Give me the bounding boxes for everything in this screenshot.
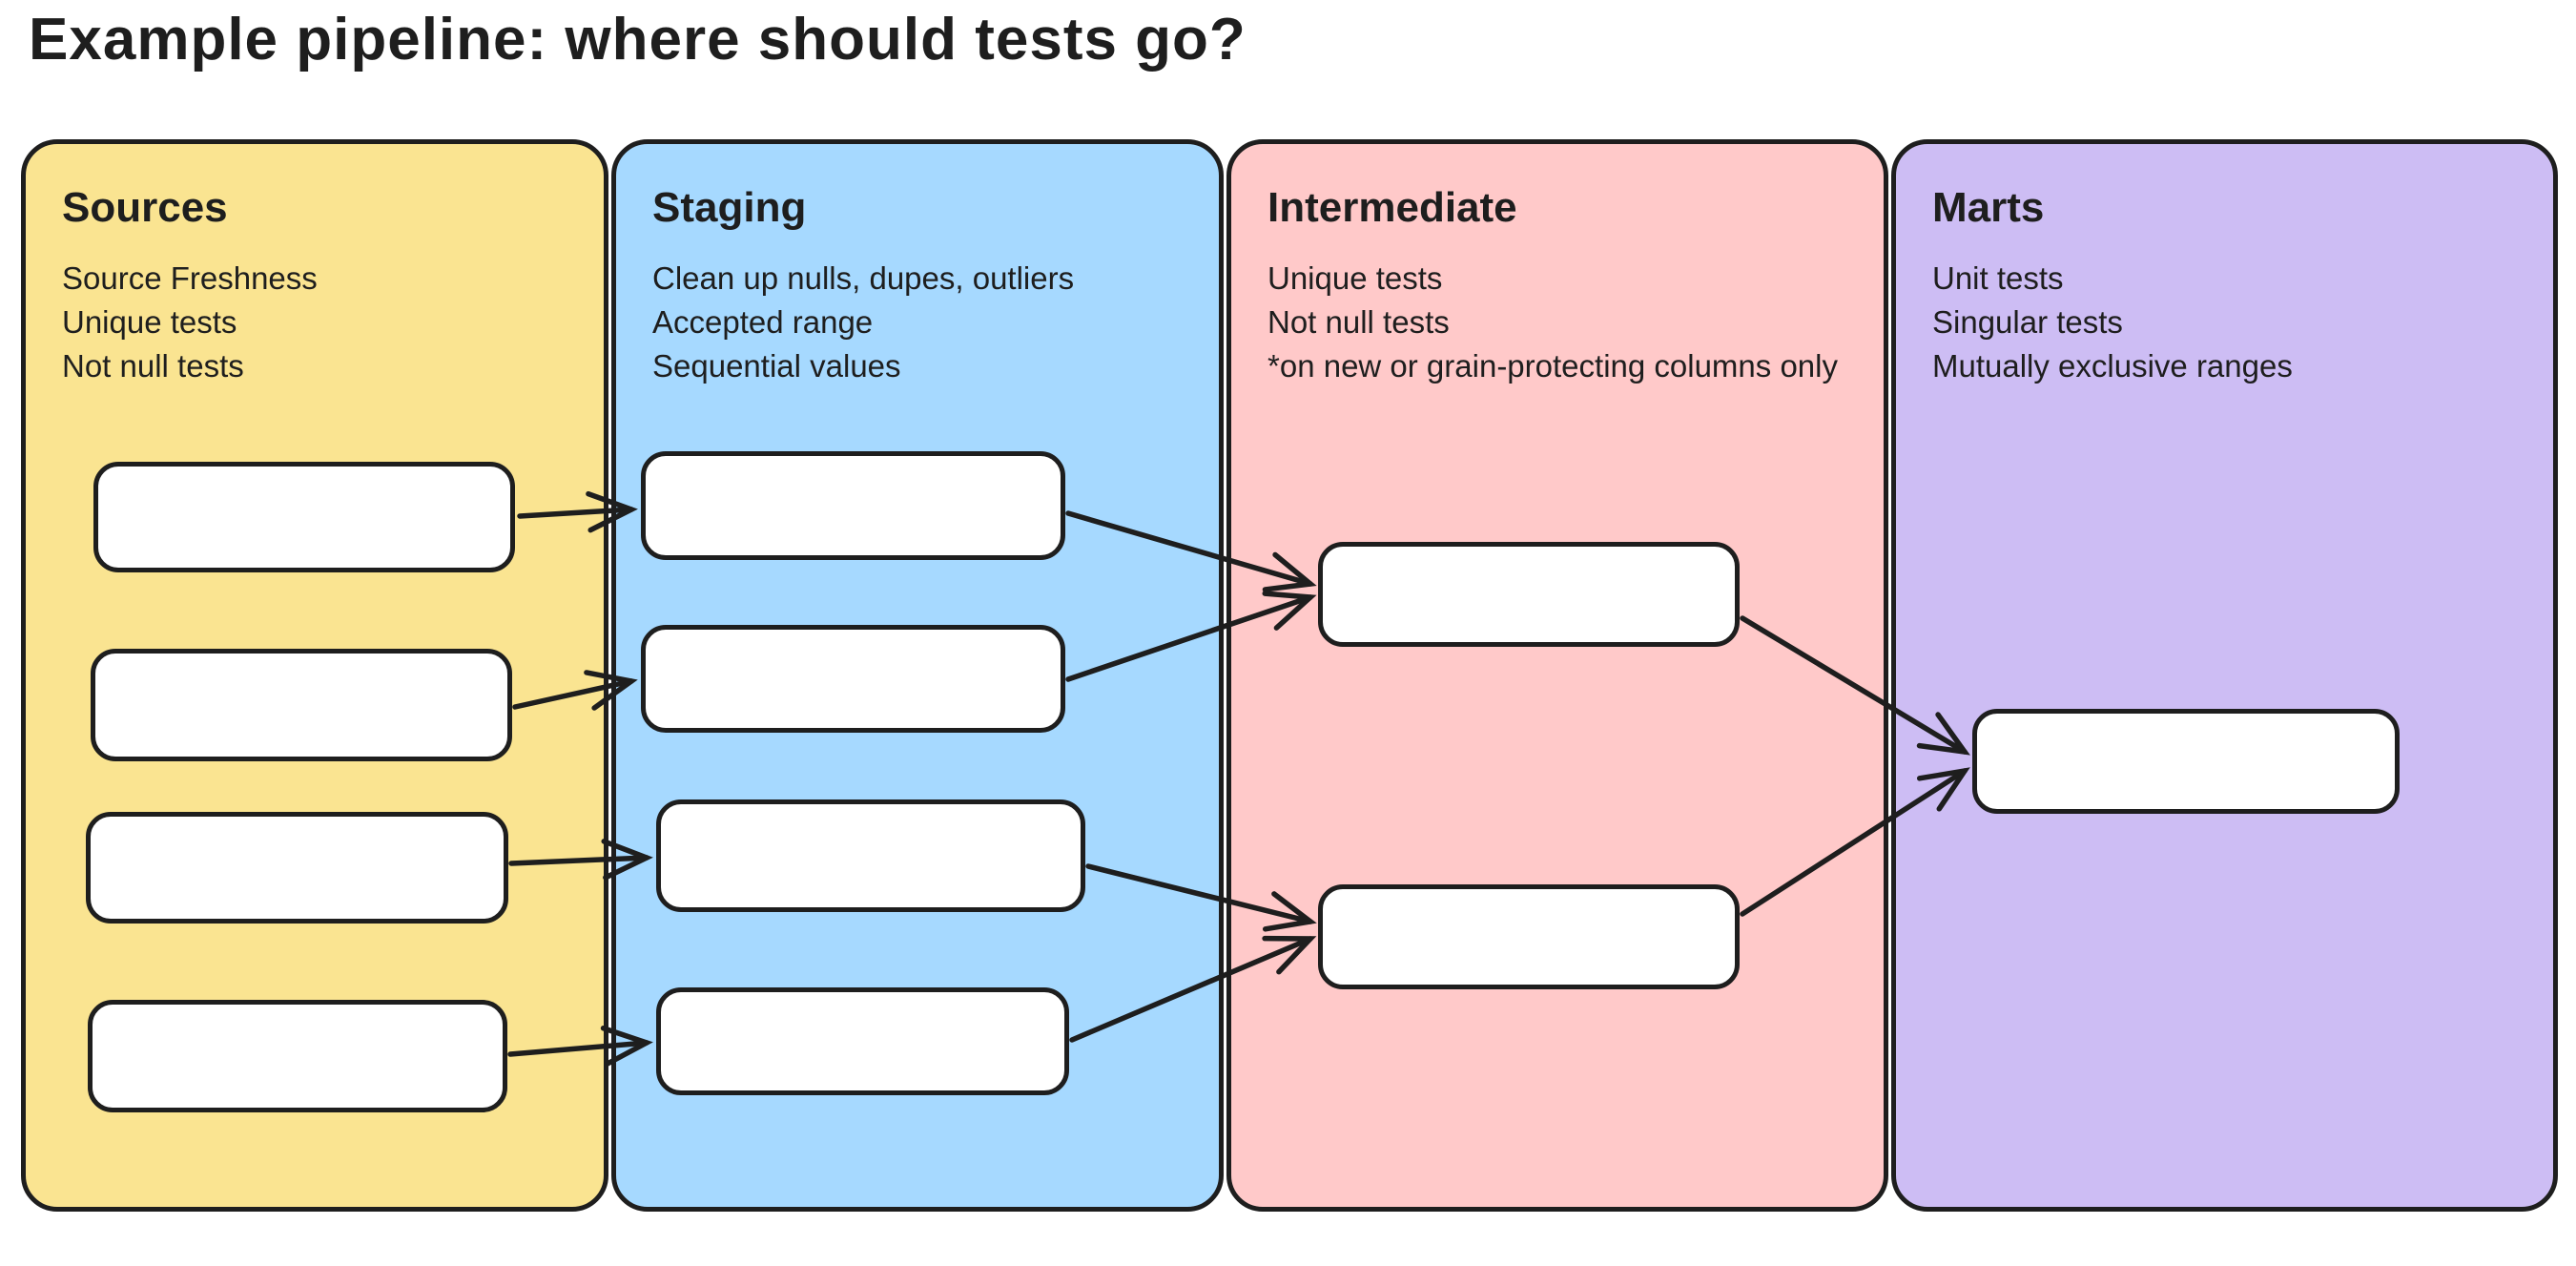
panel-marts: Marts Unit tests Singular tests Mutually… xyxy=(1891,139,2558,1212)
sources-model-box-2 xyxy=(91,649,512,761)
note-line: Clean up nulls, dupes, outliers xyxy=(652,260,1075,296)
panel-sources-notes: Source Freshness Unique tests Not null t… xyxy=(62,257,318,388)
intermediate-model-box-1 xyxy=(1318,542,1740,647)
note-line: Not null tests xyxy=(1267,304,1450,340)
staging-model-box-2 xyxy=(641,625,1065,733)
panel-intermediate: Intermediate Unique tests Not null tests… xyxy=(1226,139,1888,1212)
staging-model-box-3 xyxy=(656,799,1085,912)
sources-model-box-3 xyxy=(86,812,508,924)
panel-marts-notes: Unit tests Singular tests Mutually exclu… xyxy=(1932,257,2293,388)
staging-model-box-1 xyxy=(641,451,1065,560)
sources-model-box-4 xyxy=(88,1000,507,1112)
note-line: Not null tests xyxy=(62,348,244,384)
note-line: Unit tests xyxy=(1932,260,2064,296)
note-line: Singular tests xyxy=(1932,304,2123,340)
intermediate-model-box-2 xyxy=(1318,884,1740,989)
note-line: *on new or grain-protecting columns only xyxy=(1267,348,1838,384)
diagram-title: Example pipeline: where should tests go? xyxy=(29,7,1247,73)
panel-staging-notes: Clean up nulls, dupes, outliers Accepted… xyxy=(652,257,1074,388)
note-line: Source Freshness xyxy=(62,260,318,296)
staging-model-box-4 xyxy=(656,987,1069,1095)
panel-sources-header: Sources xyxy=(62,184,228,231)
note-line: Mutually exclusive ranges xyxy=(1932,348,2293,384)
marts-model-box-1 xyxy=(1972,709,2400,814)
panel-marts-header: Marts xyxy=(1932,184,2045,231)
note-line: Sequential values xyxy=(652,348,901,384)
sources-model-box-1 xyxy=(93,462,515,572)
panel-intermediate-notes: Unique tests Not null tests *on new or g… xyxy=(1267,257,1838,388)
note-line: Unique tests xyxy=(1267,260,1443,296)
note-line: Unique tests xyxy=(62,304,237,340)
note-line: Accepted range xyxy=(652,304,874,340)
panel-staging-header: Staging xyxy=(652,184,807,231)
panel-intermediate-header: Intermediate xyxy=(1267,184,1517,231)
